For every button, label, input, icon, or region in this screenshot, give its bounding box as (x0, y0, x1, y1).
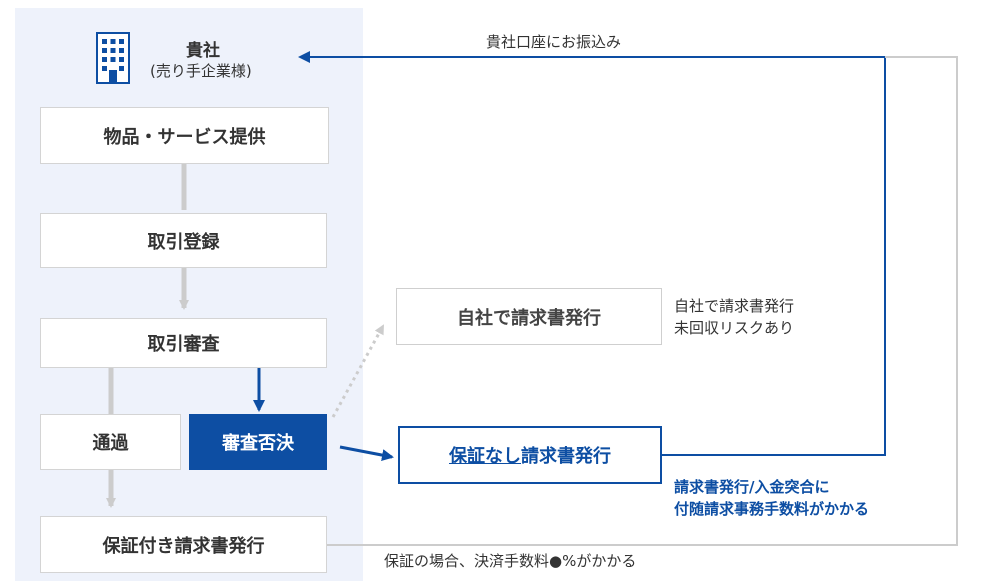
connector-payment-gray (327, 56, 958, 546)
building-icon (96, 32, 130, 84)
step-reject: 審査否決 (189, 414, 327, 470)
connector-payment-blue (298, 51, 886, 456)
step-guaranteed-invoice: 保証付き請求書発行 (40, 516, 327, 573)
no-guarantee-label-rest: 請求書発行 (521, 446, 611, 467)
self-invoice-box: 自社で請求書発行 (396, 288, 662, 345)
self-invoice-note-2: 未回収リスクあり (674, 319, 795, 337)
company-subtitle: (売り手企業様) (150, 62, 252, 80)
company-name: 貴社 (186, 41, 220, 61)
no-guarantee-label-underlined: 保証なし (449, 446, 521, 467)
company-panel (15, 8, 363, 581)
step-pass: 通過 (40, 414, 181, 470)
step-register: 取引登録 (40, 213, 327, 268)
step-review: 取引審査 (40, 318, 327, 368)
no-guarantee-note-2: 付随請求事務手数料がかかる (674, 500, 870, 518)
no-guarantee-invoice-box: 保証なし請求書発行 (398, 426, 662, 484)
connector-reject-noguarantee (339, 445, 394, 462)
fee-label: 保証の場合、決済手数料●%がかかる (384, 552, 637, 570)
connector-reject-self (331, 324, 385, 418)
self-invoice-note-1: 自社で請求書発行 (674, 297, 795, 315)
step-provide: 物品・サービス提供 (40, 107, 329, 164)
no-guarantee-note-1: 請求書発行/入金突合に (674, 478, 830, 496)
payment-label: 貴社口座にお振込み (486, 33, 622, 51)
